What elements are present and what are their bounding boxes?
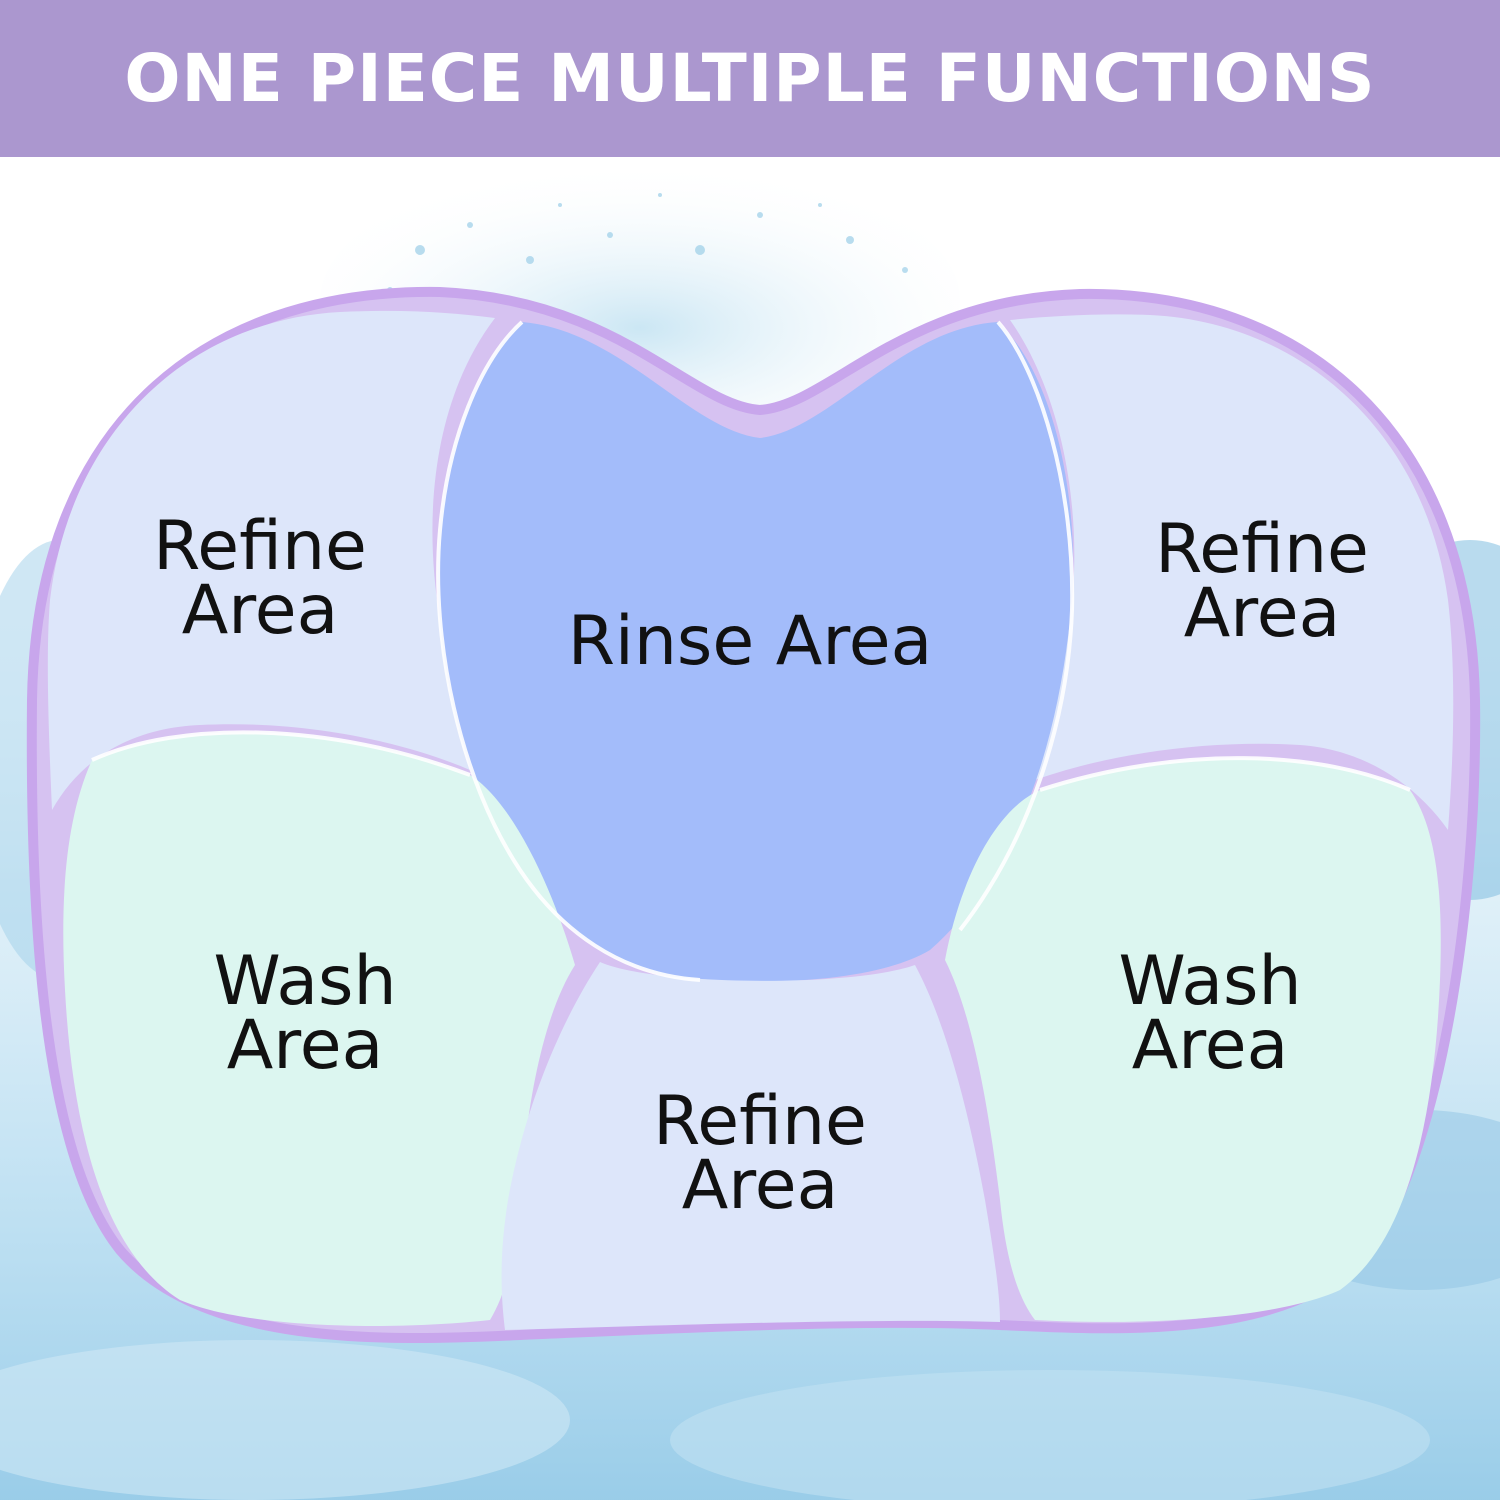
label-line-2: Area [681,1146,839,1225]
zone-wash-right [945,758,1441,1322]
title-banner: ONE PIECE MULTIPLE FUNCTIONS [0,0,1500,157]
zone-dividers [91,320,1411,982]
label-line-2: Area [226,1006,384,1085]
label-rinse-center: Rinse Area [540,602,960,681]
label-line-2: Area [181,571,339,650]
zone-refine-bottom [501,962,1000,1330]
label-refine-top-left: Refine Area [140,507,380,650]
label-line-2: Area [1131,1006,1289,1085]
label-wash-left: Wash Area [190,942,420,1085]
zone-rinse-center [438,322,1074,982]
label-line-1: Refine [153,507,367,586]
label-refine-top-right: Refine Area [1142,510,1382,653]
label-refine-bottom: Refine Area [640,1082,880,1225]
zone-wash-left [63,732,575,1326]
label-line-1: Refine [653,1082,867,1161]
zone-refine-top-left [47,310,495,810]
label-line-1: Rinse Area [567,602,933,681]
banner-title: ONE PIECE MULTIPLE FUNCTIONS [124,40,1376,117]
label-line-2: Area [1183,574,1341,653]
zone-refine-top-right [1010,314,1454,830]
label-line-1: Wash [213,942,397,1021]
label-line-1: Refine [1155,510,1369,589]
label-wash-right: Wash Area [1095,942,1325,1085]
label-line-1: Wash [1118,942,1302,1021]
